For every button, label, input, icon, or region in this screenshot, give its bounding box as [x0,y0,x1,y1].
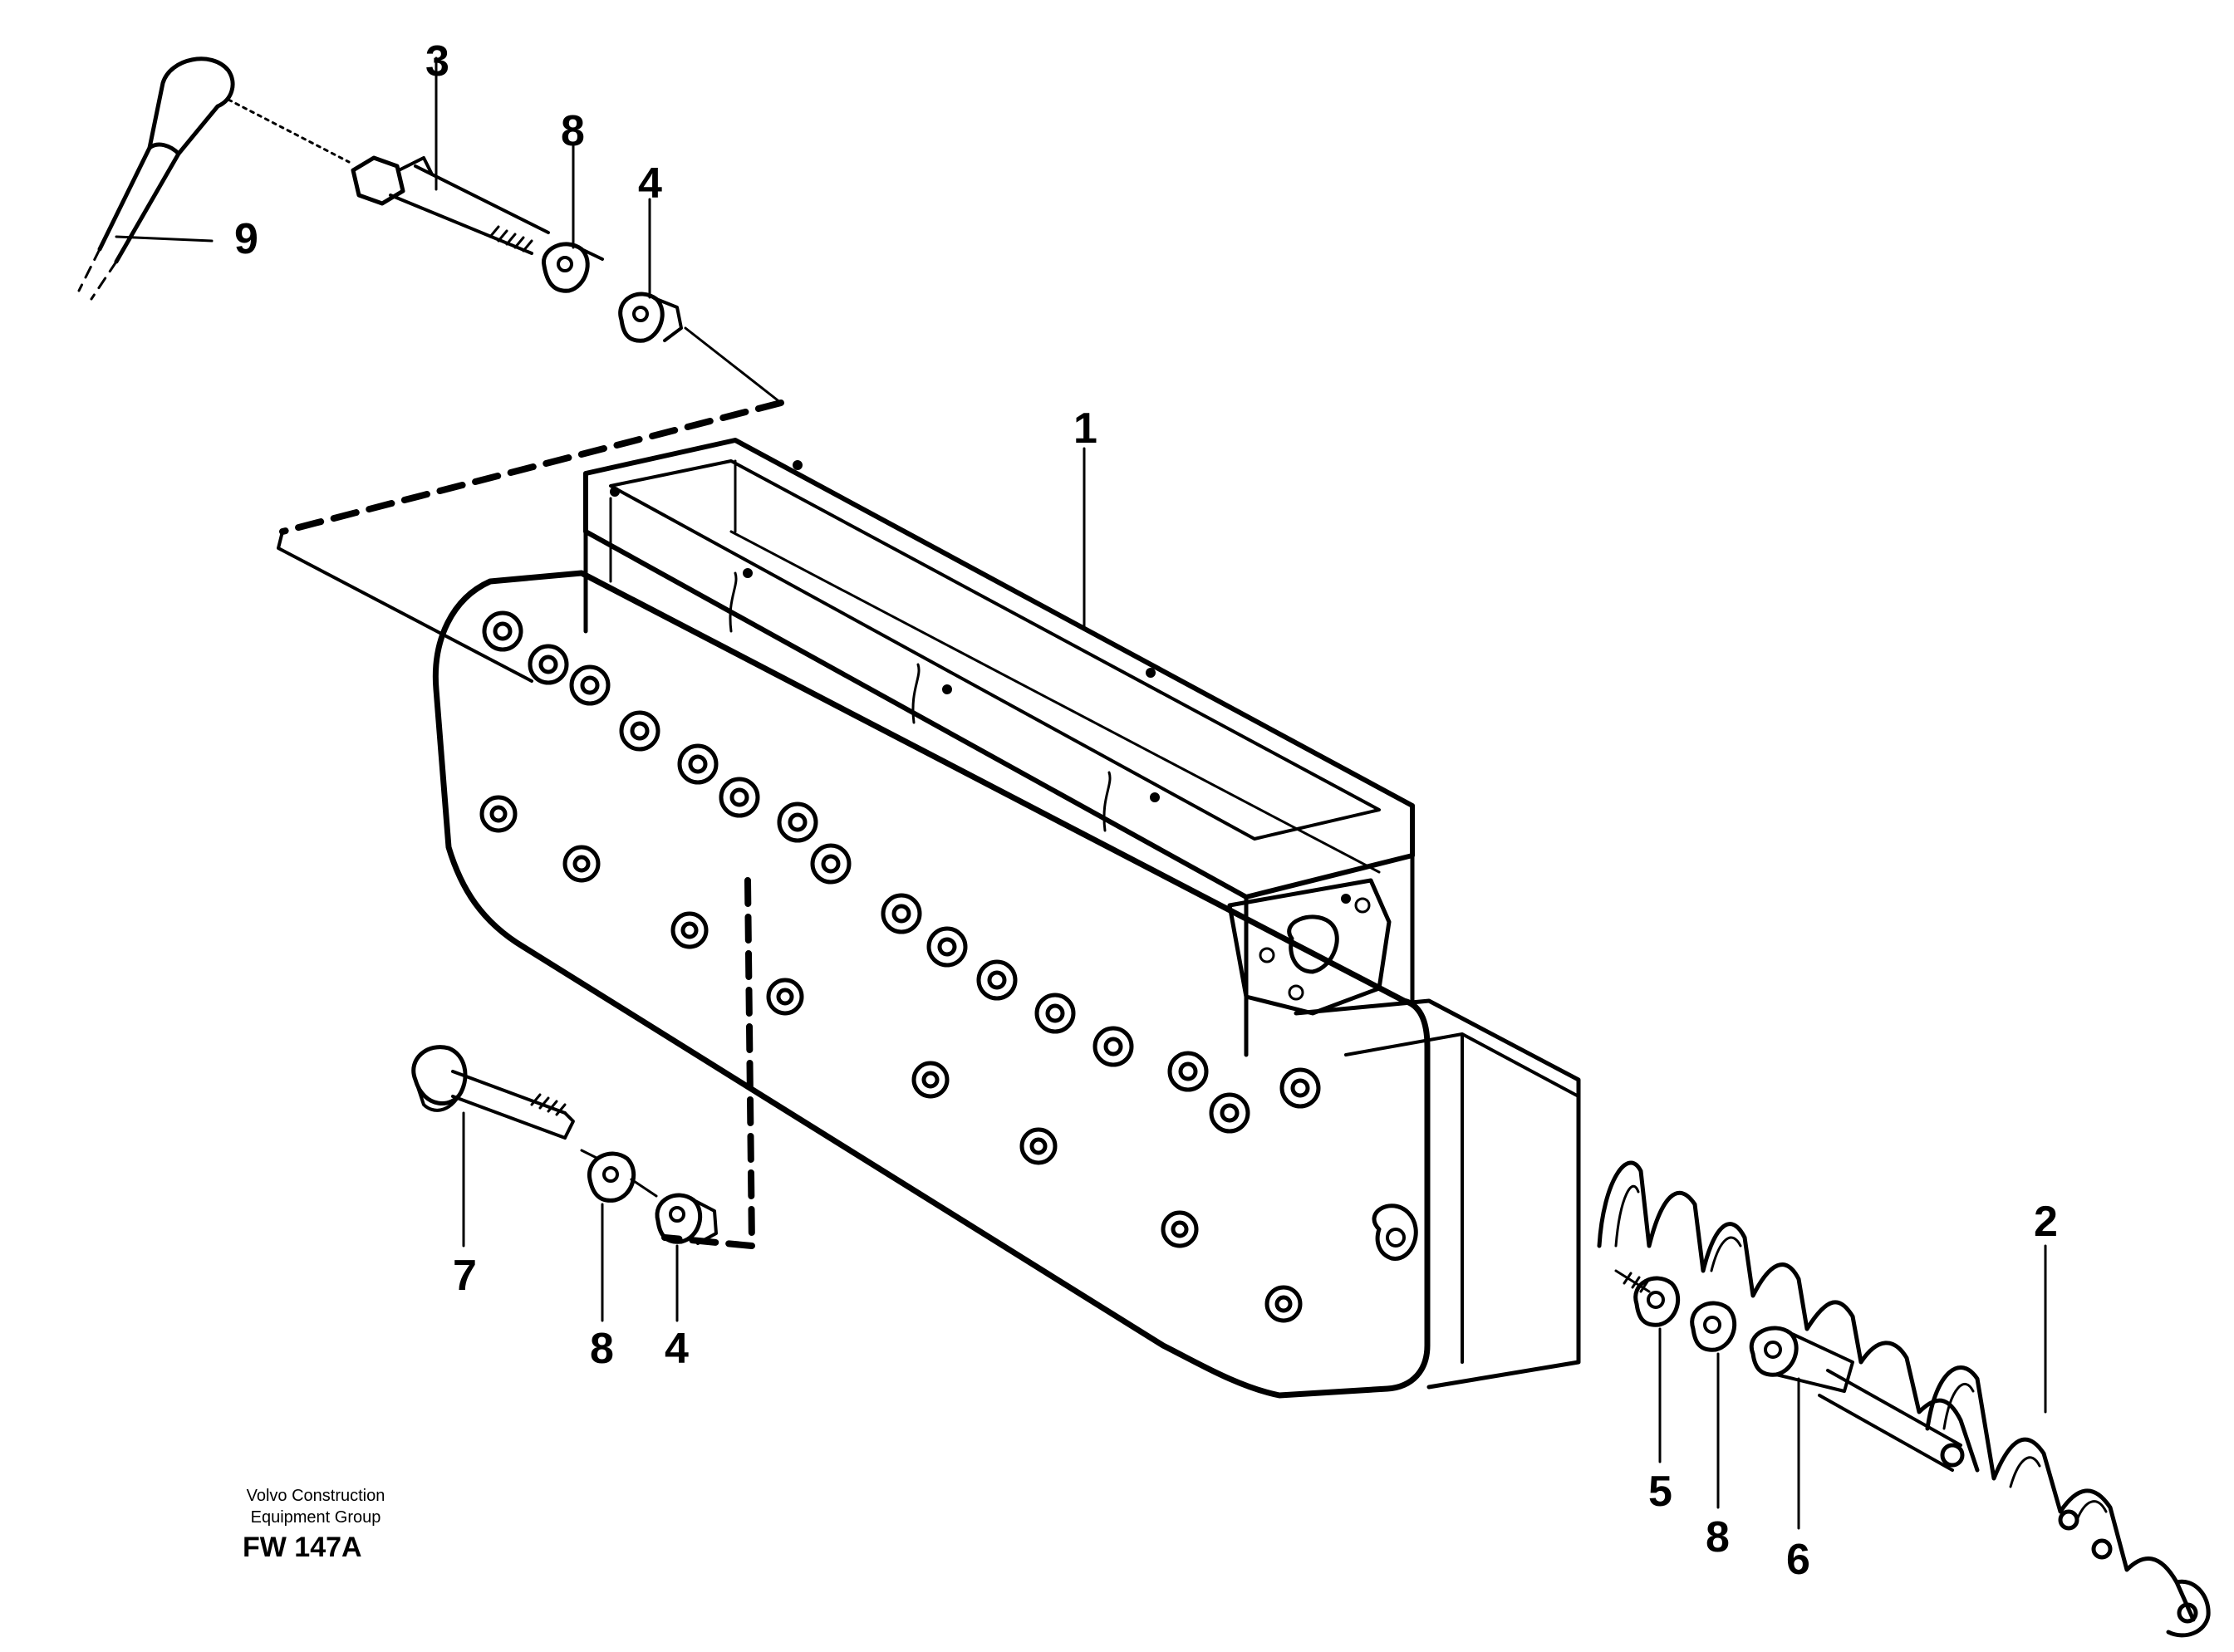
publisher-credit: Volvo Construction Equipment Group [233,1485,399,1528]
callout-cable: 9 [234,215,258,263]
callout-screw-bottom: 7 [453,1252,477,1300]
callout-washer-top: 8 [561,107,585,155]
publisher-line-2: Equipment Group [250,1508,381,1527]
temperature-sensor-cable [77,56,351,301]
figure-code: FW 147A [243,1532,362,1563]
bolt-top [351,56,550,255]
bolt-bottom-assembly [411,1045,718,1322]
callout-washer-right: 8 [1706,1513,1730,1561]
intake-manifold [432,438,1581,1399]
washer-and-spacer-top [542,144,783,404]
callout-manifold: 1 [1073,404,1097,453]
callout-washer-small: 5 [1648,1468,1672,1516]
callout-screw-top: 3 [425,37,449,86]
callout-washer-bottom: 8 [590,1325,614,1373]
callout-heater-element: 2 [2034,1198,2058,1246]
callout-sleeve: 6 [1786,1536,1810,1584]
callout-spacer-top: 4 [638,159,662,208]
heater-element-assembly [1597,1160,2211,1638]
publisher-line-1: Volvo Construction [246,1487,385,1505]
assembly-dashed-lines [277,400,784,1249]
callout-spacer-bottom: 4 [665,1325,689,1373]
